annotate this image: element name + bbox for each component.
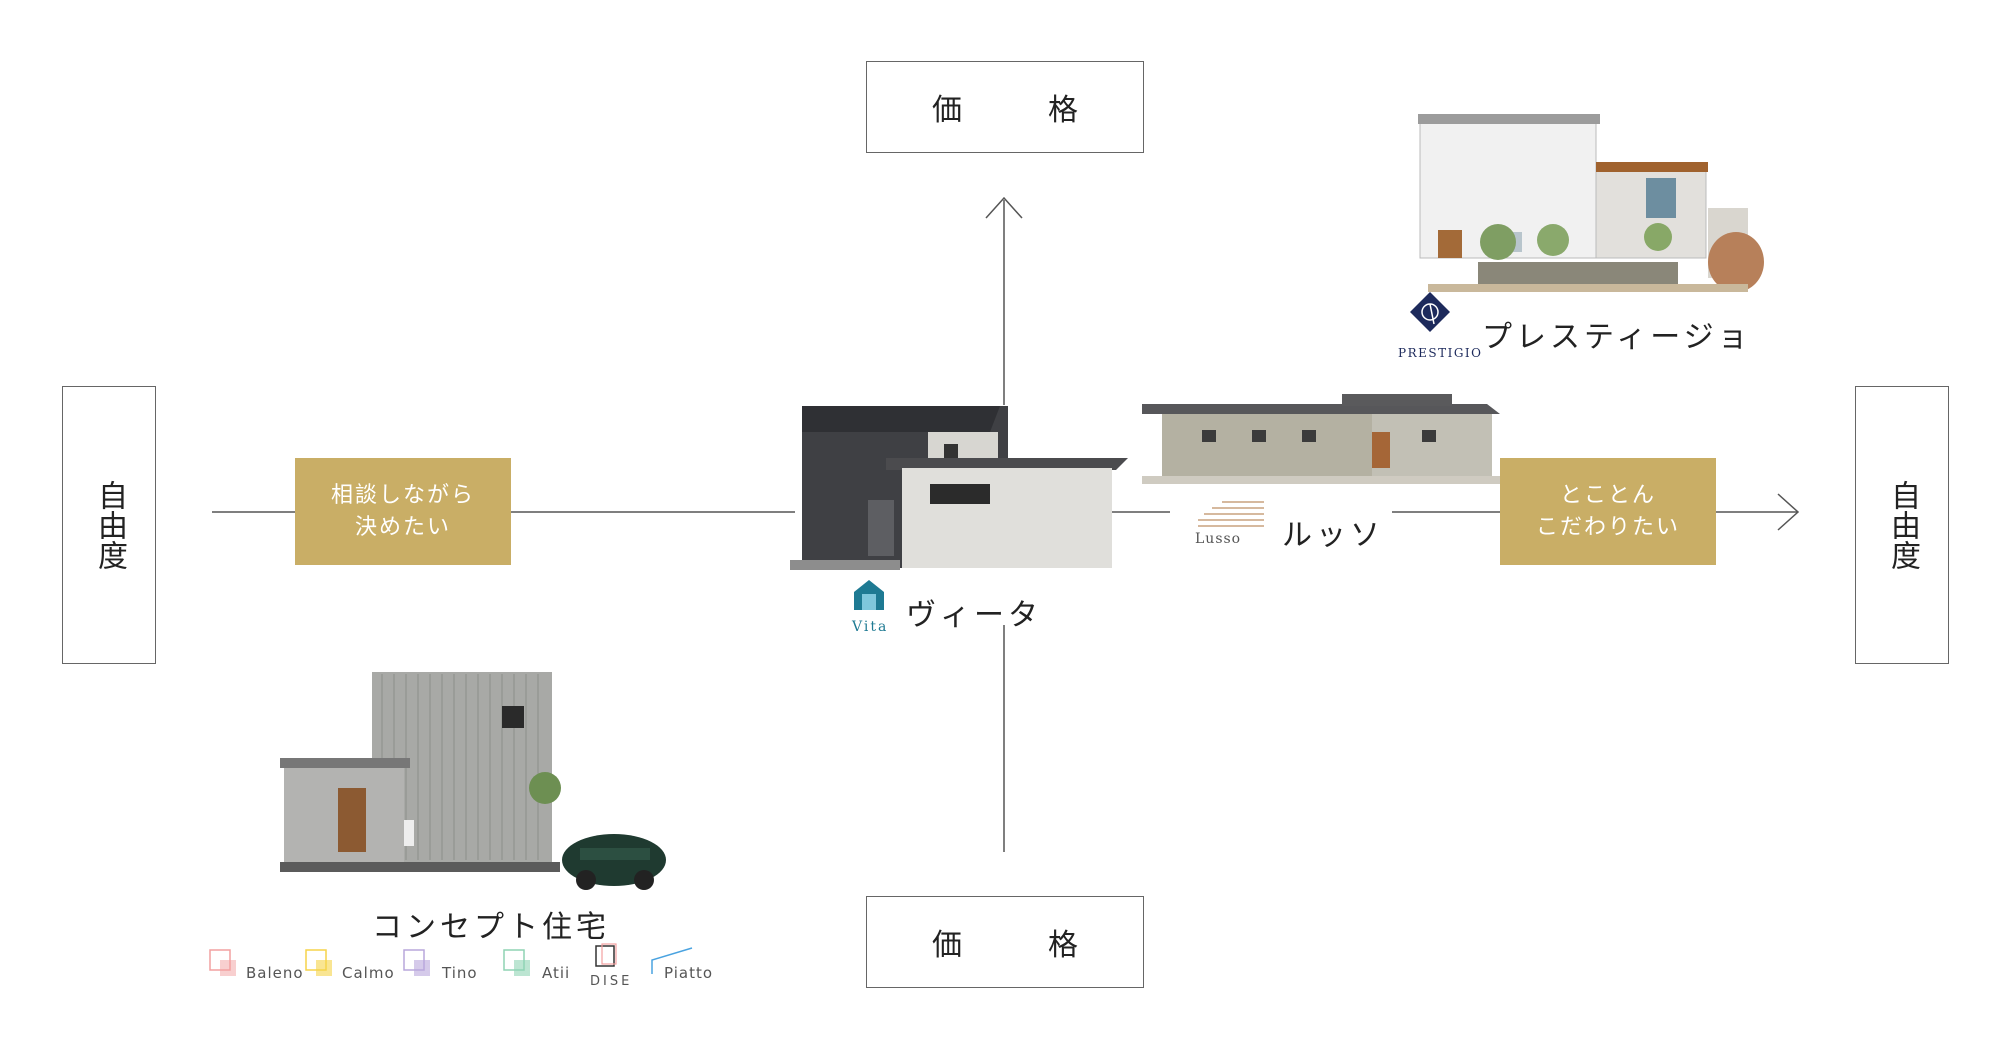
horizontal-arrowhead [1777,493,1800,531]
freedom-box-left: 自由度 [62,386,156,664]
lusso-name: ルッソ [1282,518,1384,553]
prestigio-house-image [1418,114,1764,292]
lusso-logo-text: Lusso [1195,531,1242,547]
freedom-box-right: 自由度 [1855,386,1949,664]
vita-logo-icon [854,580,884,610]
callout-particular-line1: とことん [1559,482,1656,508]
price-label-bottom: 価 格 [932,928,1106,963]
dise-icon [595,943,617,967]
series-calmo: Calmo [342,964,395,982]
concept-name: コンセプト住宅 [372,910,610,945]
series-atii: Atii [542,964,571,982]
vita-house-image [790,406,1128,570]
prestigio-logo-text: PRESTIGIO [1398,346,1483,360]
callout-particular: とことん こだわりたい [1500,458,1716,565]
concept-house-image [280,672,666,890]
lusso-logo-icon [1198,501,1264,527]
lusso-house-image [1142,394,1500,484]
series-piatto: Piatto [664,964,714,982]
price-box-top: 価 格 [866,61,1144,153]
callout-consult-line1: 相談しながら [330,482,475,508]
series-dise: DISE [590,974,633,989]
baleno-icon [209,949,236,976]
freedom-label-right: 自由度 [1885,480,1920,570]
atii-icon [503,949,530,976]
vita-logo-text: Vita [852,619,889,635]
freedom-label-left: 自由度 [92,480,127,570]
prestigio-name: プレスティージョ [1482,320,1752,355]
piatto-icon [651,947,693,974]
callout-consult: 相談しながら 決めたい [295,458,511,565]
price-box-bottom: 価 格 [866,896,1144,988]
vertical-arrowhead [985,196,1023,219]
price-label-top: 価 格 [932,93,1106,128]
callout-consult-line2: 決めたい [354,514,451,540]
callout-particular-line2: こだわりたい [1535,514,1680,540]
calmo-icon [305,949,332,976]
series-tino: Tino [442,964,478,982]
series-baleno: Baleno [246,964,304,982]
tino-icon [403,949,430,976]
vita-name: ヴィータ [906,598,1042,633]
prestigio-logo-icon [1410,292,1450,332]
